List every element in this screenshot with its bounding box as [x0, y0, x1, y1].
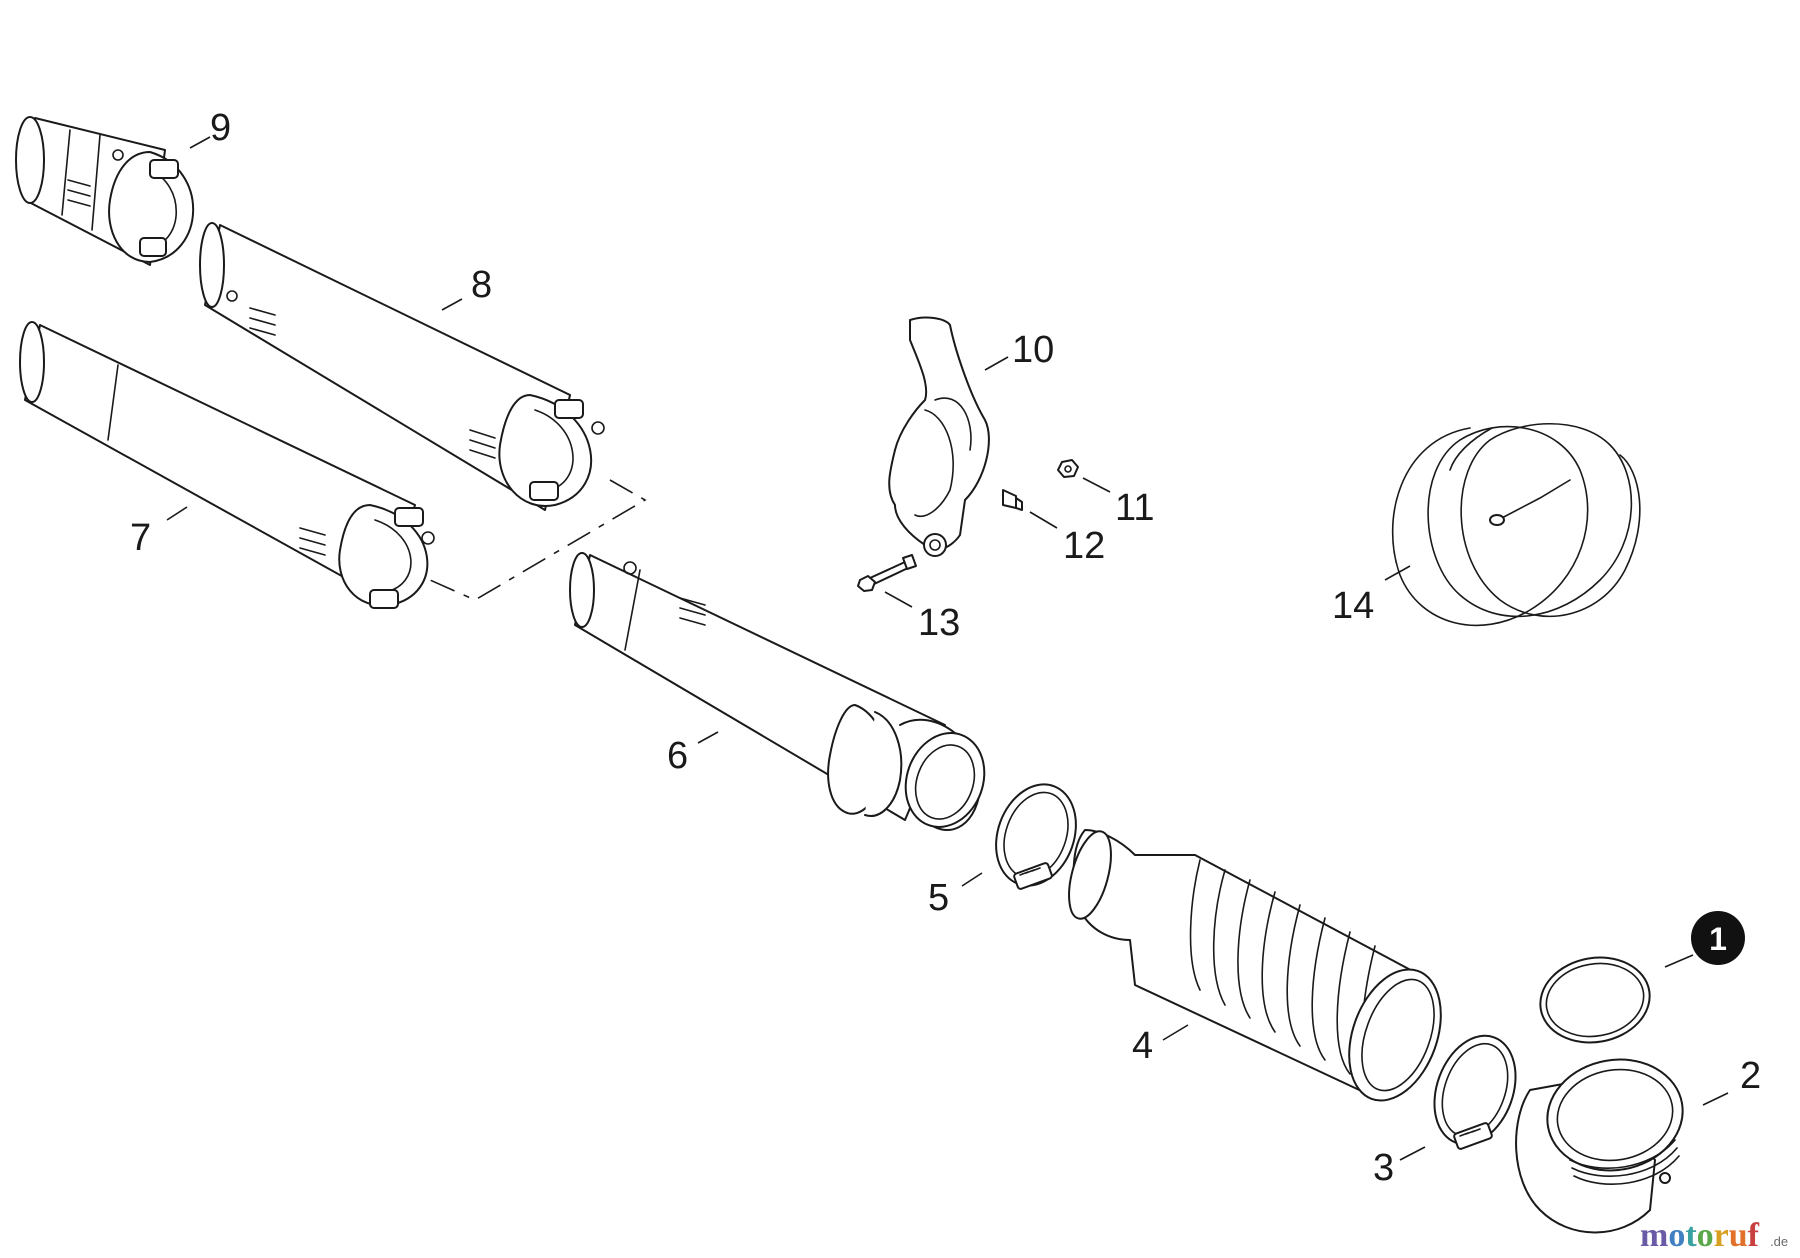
callout-14: 14	[1332, 585, 1374, 627]
wm-suffix: .de	[1770, 1234, 1788, 1249]
callout-7: 7	[130, 517, 151, 559]
part-14-coil-wire	[1391, 422, 1641, 627]
wm-letter: f	[1748, 1217, 1760, 1254]
callout-1-badge: 1	[1691, 911, 1745, 965]
part-8-straight-pipe	[199, 222, 605, 511]
callout-1: 1	[1709, 921, 1727, 957]
part-5-hose-clamp	[995, 783, 1077, 890]
watermark-logo: motoruf .de	[1640, 1217, 1788, 1254]
assembly-dashed-line	[429, 479, 647, 601]
part-1-o-ring	[1539, 956, 1651, 1044]
callout-13: 13	[918, 602, 960, 644]
wm-letter: o	[1697, 1217, 1714, 1254]
callout-4: 4	[1132, 1025, 1153, 1067]
part-4-flex-hose	[1068, 829, 1442, 1102]
callout-5: 5	[928, 877, 949, 919]
leader-lines	[166, 136, 1729, 1161]
part-3-hose-clamp	[1433, 1034, 1517, 1150]
callout-9: 9	[210, 107, 231, 149]
svg-text:motoruf: motoruf	[1640, 1217, 1760, 1254]
callout-12: 12	[1063, 525, 1105, 567]
part-13-bolt	[857, 554, 917, 592]
wm-letter: m	[1640, 1217, 1668, 1254]
callout-10: 10	[1012, 329, 1054, 371]
wm-letter: o	[1668, 1217, 1685, 1254]
wm-letter: r	[1714, 1217, 1729, 1254]
callouts: 9 8 7 6 5 4 3 2 10 11 12 13 14 1	[130, 107, 1761, 1189]
wm-letter: t	[1685, 1217, 1697, 1254]
part-6-pipe	[569, 552, 986, 831]
part-12-spacer	[1002, 489, 1023, 511]
part-11-nut	[1057, 459, 1079, 478]
part-7-straight-pipe	[19, 321, 435, 609]
callout-2: 2	[1740, 1055, 1761, 1097]
part-10-handle-bracket	[888, 316, 990, 557]
part-9-nozzle-tip	[15, 116, 195, 266]
callout-6: 6	[667, 735, 688, 777]
callout-11: 11	[1115, 487, 1154, 529]
callout-3: 3	[1373, 1147, 1394, 1189]
part-2-elbow	[1515, 1058, 1684, 1234]
callout-8: 8	[471, 264, 492, 306]
wm-letter: u	[1729, 1217, 1748, 1254]
